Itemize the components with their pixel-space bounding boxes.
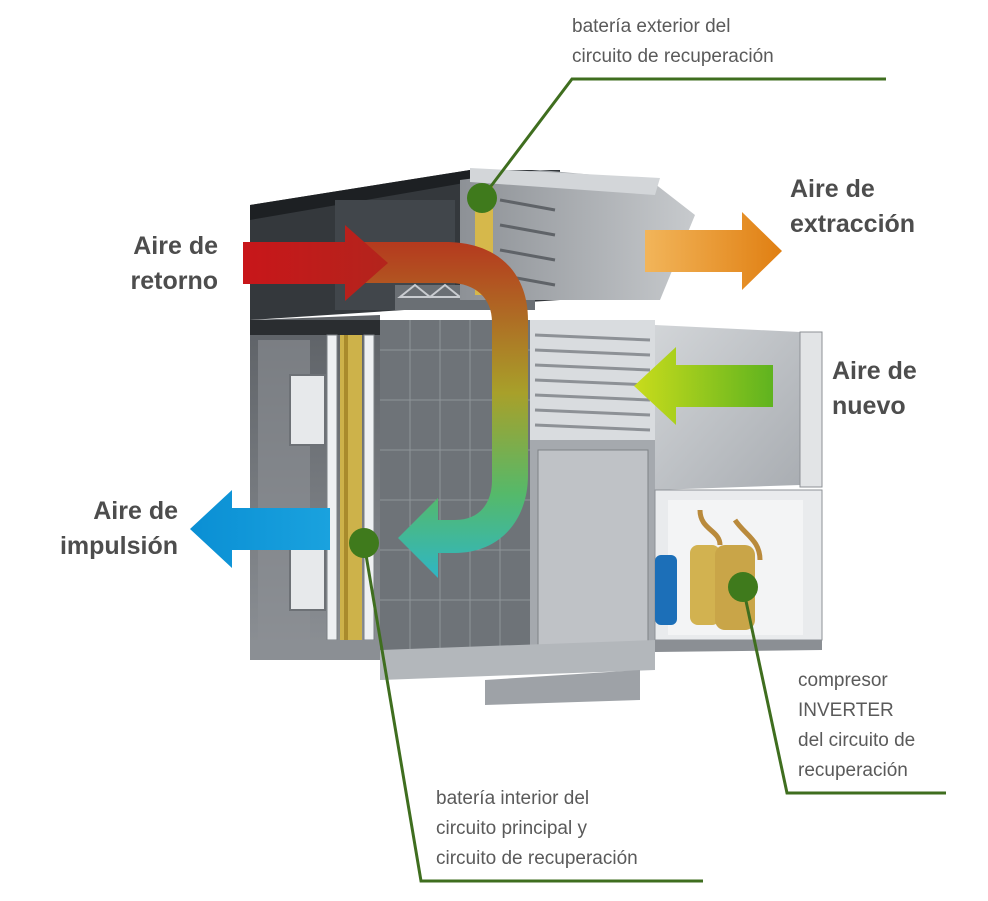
- label-return-air-line1: Aire de: [133, 232, 218, 260]
- callout-interior-coil-line1: batería interior del: [436, 788, 590, 809]
- extraction-air-arrow: [645, 212, 782, 290]
- callout-compressor-line2: INVERTER: [798, 700, 894, 721]
- supply-air-arrow: [190, 490, 330, 568]
- label-fresh-air: Aire de nuevo: [832, 354, 917, 424]
- callout-interior-coil-line3: circuito de recuperación: [436, 848, 638, 869]
- label-extraction-air: Aire de extracción: [790, 172, 915, 242]
- leader-line-compressor: [741, 586, 946, 795]
- marker-dot-compressor: [728, 572, 758, 602]
- marker-dot-exterior-coil: [467, 183, 497, 213]
- label-extraction-air-line1: Aire de: [790, 175, 875, 203]
- callout-compressor-line1: compresor: [798, 670, 888, 691]
- fresh-air-arrow: [634, 347, 773, 425]
- label-return-air: Aire de retorno: [110, 229, 219, 299]
- marker-dot-interior-coil: [349, 528, 379, 558]
- leader-line-exterior-coil: [480, 77, 886, 199]
- label-return-air-line2: retorno: [130, 267, 219, 295]
- leader-line-interior-coil: [362, 542, 703, 883]
- return-air-arrow: [243, 225, 388, 301]
- callout-exterior-coil-line1: batería exterior del: [572, 16, 731, 37]
- callout-compressor-line4: recuperación: [798, 760, 908, 781]
- label-fresh-air-line2: nuevo: [832, 392, 906, 420]
- callout-compressor: compresor INVERTER del circuito de recup…: [798, 666, 915, 786]
- label-supply-air-line1: Aire de: [93, 497, 178, 525]
- callout-exterior-coil: batería exterior del circuito de recuper…: [572, 12, 774, 72]
- callout-compressor-line3: del circuito de: [798, 730, 916, 751]
- callout-interior-coil: batería interior del circuito principal …: [436, 784, 638, 874]
- label-supply-air: Aire de impulsión: [40, 494, 178, 564]
- callout-exterior-coil-line2: circuito de recuperación: [572, 46, 774, 67]
- label-extraction-air-line2: extracción: [790, 210, 916, 238]
- label-supply-air-line2: impulsión: [59, 532, 178, 560]
- label-fresh-air-line1: Aire de: [832, 357, 917, 385]
- callout-interior-coil-line2: circuito principal y: [436, 818, 587, 839]
